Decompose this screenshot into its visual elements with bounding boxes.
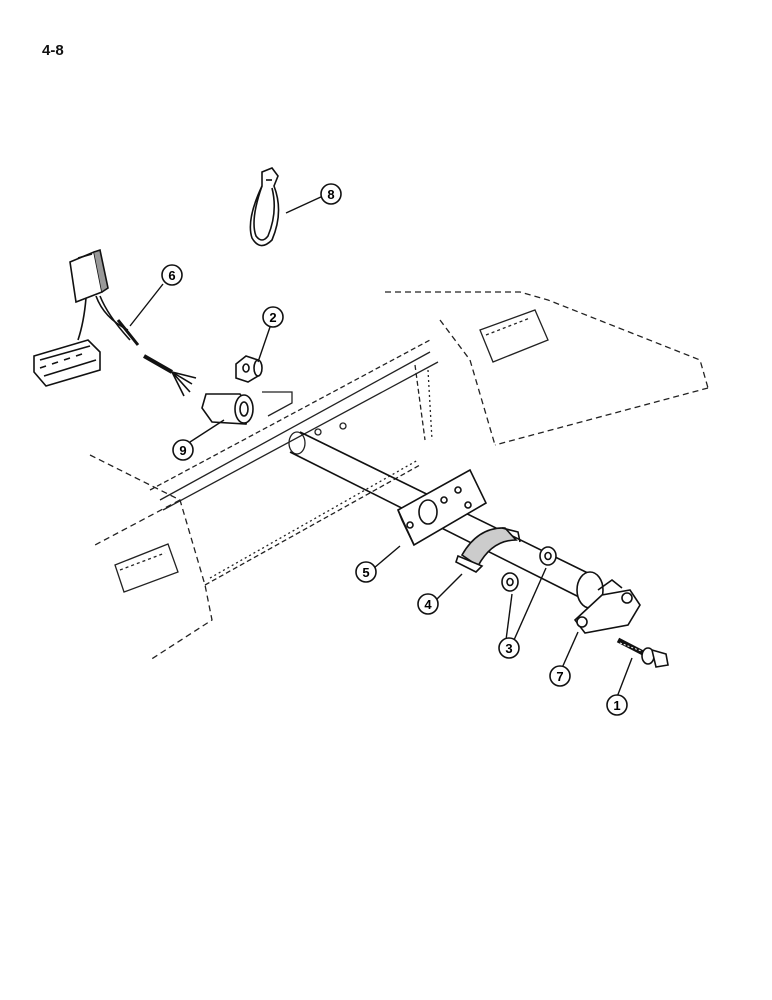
svg-text:1: 1 bbox=[613, 698, 620, 713]
svg-text:4: 4 bbox=[424, 597, 432, 612]
svg-text:7: 7 bbox=[556, 669, 563, 684]
svg-text:6: 6 bbox=[168, 268, 175, 283]
callout-8: 8 bbox=[320, 183, 342, 205]
svg-text:2: 2 bbox=[269, 310, 276, 325]
nut bbox=[235, 355, 263, 383]
svg-text:8: 8 bbox=[327, 187, 334, 202]
page-number: 4-8 bbox=[42, 42, 64, 59]
callout-5: 5 bbox=[355, 561, 377, 583]
svg-text:3: 3 bbox=[505, 641, 512, 656]
leader-lines bbox=[129, 195, 633, 698]
callout-9: 9 bbox=[172, 439, 194, 461]
end-flange bbox=[573, 578, 641, 634]
svg-text:5: 5 bbox=[362, 565, 369, 580]
callout-2: 2 bbox=[262, 306, 284, 328]
boot bbox=[201, 393, 254, 425]
mounting-plate bbox=[396, 468, 488, 547]
body-panel-outline bbox=[89, 291, 709, 661]
callout-1: 1 bbox=[606, 694, 628, 716]
callout-6: 6 bbox=[161, 264, 183, 286]
callout-4: 4 bbox=[417, 593, 439, 615]
bolt bbox=[616, 637, 669, 668]
svg-text:9: 9 bbox=[179, 443, 186, 458]
callout-7: 7 bbox=[549, 665, 571, 687]
washers bbox=[501, 546, 557, 592]
wire-harness bbox=[33, 248, 197, 397]
clamp bbox=[455, 527, 521, 573]
callout-3: 3 bbox=[498, 637, 520, 659]
strap bbox=[249, 167, 280, 247]
